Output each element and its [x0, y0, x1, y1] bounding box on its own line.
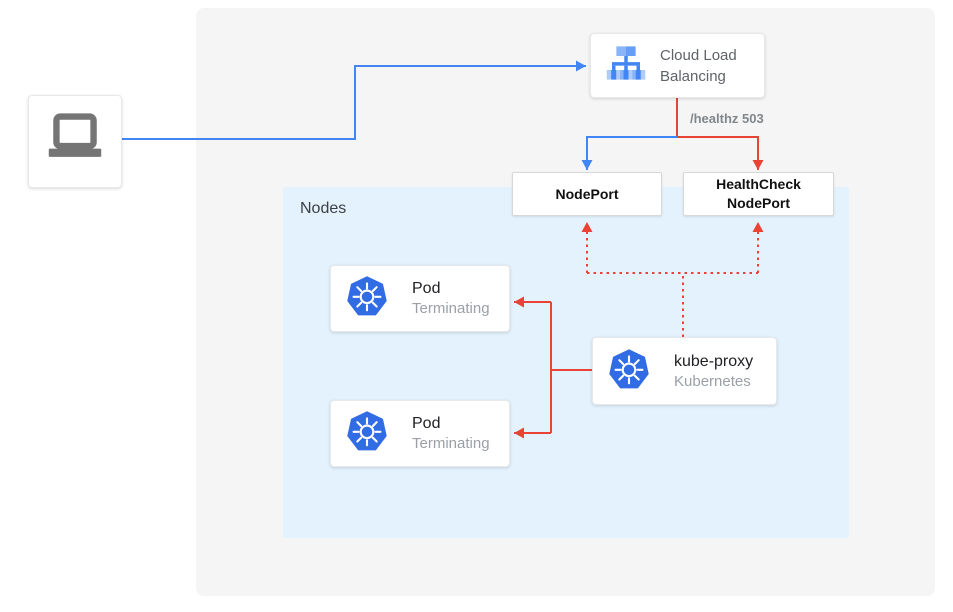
pod-title: Pod	[412, 415, 441, 432]
cloud-load-balancing-label: Cloud Load Balancing	[660, 46, 737, 85]
kube-proxy-title: kube-proxy	[674, 352, 754, 370]
healthz-503-label: /healthz 503	[690, 111, 764, 126]
pod-status: Terminating	[412, 435, 490, 452]
kubernetes-icon	[608, 348, 650, 395]
laptop-icon	[43, 112, 107, 171]
pod-terminating-box-1: Pod Terminating	[330, 265, 510, 332]
pod-status: Terminating	[412, 300, 490, 317]
cloud-load-balancing-box: Cloud Load Balancing	[590, 33, 765, 98]
nodes-label: Nodes	[300, 200, 347, 217]
nodeport-box: NodePort	[512, 172, 662, 216]
client-laptop-box	[28, 95, 122, 188]
kube-proxy-subtitle: Kubernetes	[674, 372, 751, 390]
kubernetes-icon	[346, 275, 388, 322]
pod-title: Pod	[412, 280, 441, 297]
cloud-load-balancing-icon	[605, 42, 647, 89]
healthcheck-nodeport-box: HealthCheck NodePort	[683, 172, 834, 216]
pod-terminating-box-2: Pod Terminating	[330, 400, 510, 467]
healthcheck-nodeport-line2: NodePort	[727, 195, 790, 211]
kube-proxy-box: kube-proxy Kubernetes	[592, 337, 777, 405]
healthcheck-nodeport-line1: HealthCheck	[716, 176, 801, 192]
nodeport-label: NodePort	[555, 185, 619, 202]
kubernetes-icon	[346, 410, 388, 457]
